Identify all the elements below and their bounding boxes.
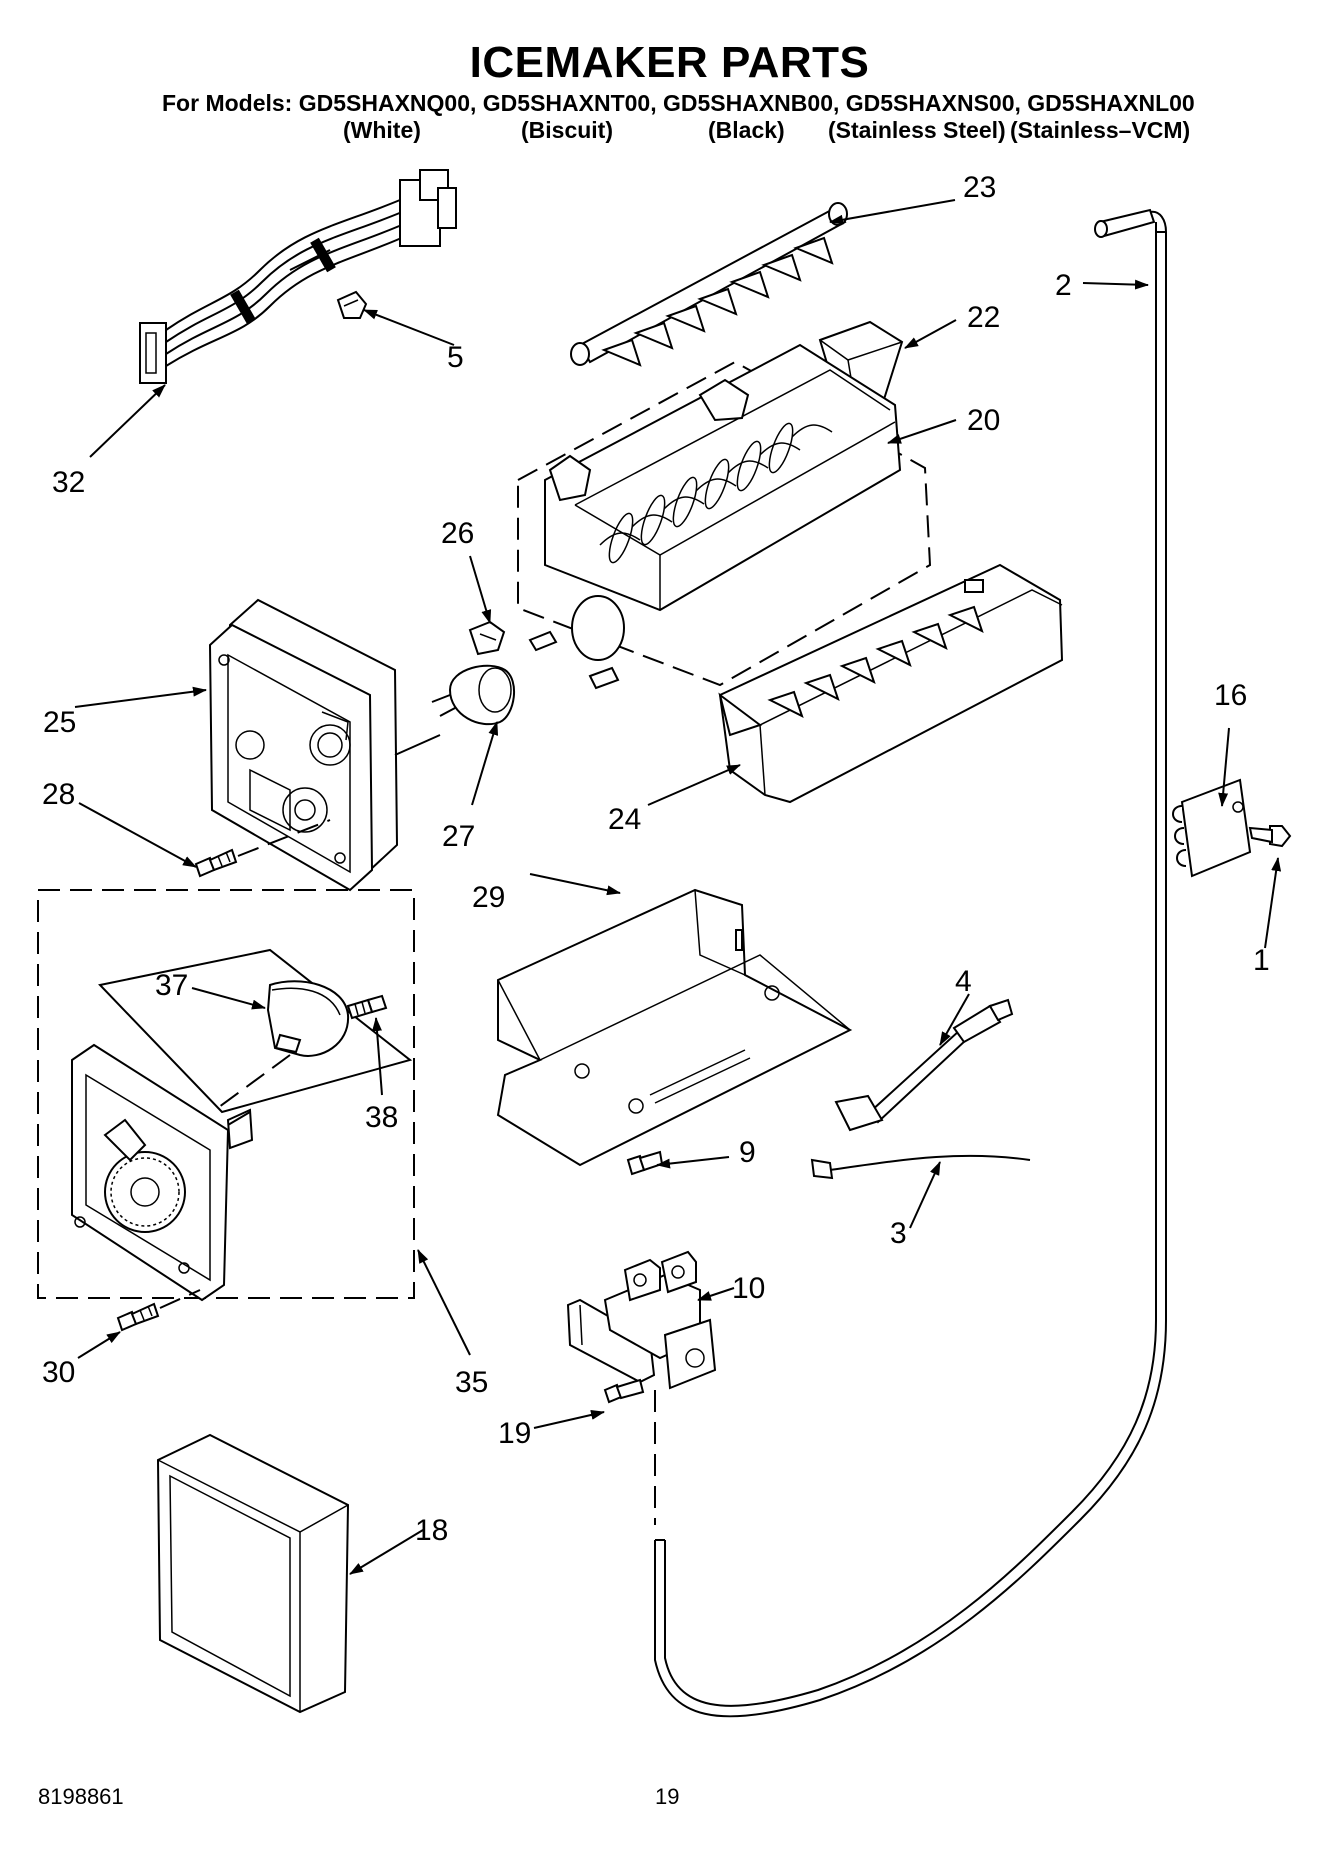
fill-tube-part-4 — [834, 998, 1014, 1132]
motor-module-part-35 — [71, 948, 413, 1302]
color-biscuit: (Biscuit) — [521, 117, 613, 143]
callout-26: 26 — [441, 517, 474, 550]
callout-4: 4 — [955, 965, 972, 998]
mold-cover-part-24 — [718, 563, 1064, 804]
screw-part-19 — [603, 1378, 645, 1404]
screw-part-9 — [626, 1150, 664, 1176]
wire-harness-part-32 — [139, 169, 457, 384]
callout-25: 25 — [43, 706, 76, 739]
clip-part-26 — [468, 620, 506, 656]
callout-20: 20 — [967, 404, 1000, 437]
tube-part-3 — [810, 1154, 1031, 1180]
foam-block-part-18 — [156, 1433, 350, 1714]
callout-22: 22 — [967, 301, 1000, 334]
screw-part-28 — [194, 848, 238, 878]
document-number: 8198861 — [38, 1784, 124, 1809]
screw-part-30 — [116, 1302, 160, 1332]
bracket-plate-part-29 — [496, 888, 853, 1167]
callout-27: 27 — [442, 820, 475, 853]
callout-24: 24 — [608, 803, 641, 836]
callout-30: 30 — [42, 1356, 75, 1389]
control-housing-part-25 — [208, 598, 441, 892]
ice-mold-part-20 — [528, 343, 902, 690]
color-stainless-vcm: (Stainless–VCM) — [1010, 117, 1191, 143]
motor-37-guide — [214, 1054, 291, 1111]
mold-assembly-dashed-outline — [517, 360, 932, 687]
callout-numbers: 23 2 22 20 5 32 26 27 25 28 24 29 16 1 4… — [42, 171, 1270, 1547]
color-stainless-steel: (Stainless Steel) — [828, 117, 1006, 143]
water-valve-part-10 — [566, 1250, 717, 1390]
callout-32: 32 — [52, 466, 85, 499]
color-white: (White) — [343, 117, 421, 143]
page-number: 19 — [655, 1784, 680, 1809]
harness-clip-part-5 — [336, 290, 368, 319]
callout-9: 9 — [739, 1136, 756, 1169]
callout-37: 37 — [155, 969, 188, 1002]
screw-part-1 — [1248, 825, 1292, 848]
callout-leaders — [74, 199, 1282, 1575]
callout-18: 18 — [415, 1514, 448, 1547]
callout-16: 16 — [1214, 679, 1247, 712]
callout-10: 10 — [732, 1272, 765, 1305]
models-line: For Models: GD5SHAXNQ00, GD5SHAXNT00, GD… — [162, 90, 1195, 116]
screw-28-guide — [237, 819, 331, 857]
callout-28: 28 — [42, 778, 75, 811]
screw-part-38 — [346, 994, 388, 1020]
callout-29: 29 — [472, 881, 505, 914]
color-black: (Black) — [708, 117, 785, 143]
inlet-tube-part-2 — [654, 208, 1167, 1718]
motor-part-37 — [266, 980, 350, 1057]
screw-30-guide — [159, 1289, 201, 1309]
callout-1: 1 — [1253, 944, 1270, 977]
page-title: ICEMAKER PARTS — [469, 38, 870, 87]
callout-19: 19 — [498, 1417, 531, 1450]
callout-2: 2 — [1055, 269, 1072, 302]
callout-3: 3 — [890, 1217, 907, 1250]
callout-5: 5 — [447, 341, 464, 374]
callout-23: 23 — [963, 171, 996, 204]
callout-35: 35 — [455, 1366, 488, 1399]
thermostat-part-27 — [431, 664, 516, 726]
tube-clamp-part-16 — [1172, 778, 1252, 878]
callout-38: 38 — [365, 1101, 398, 1134]
module-dashed-outline — [37, 889, 415, 1299]
ejector-part-23 — [570, 202, 848, 367]
